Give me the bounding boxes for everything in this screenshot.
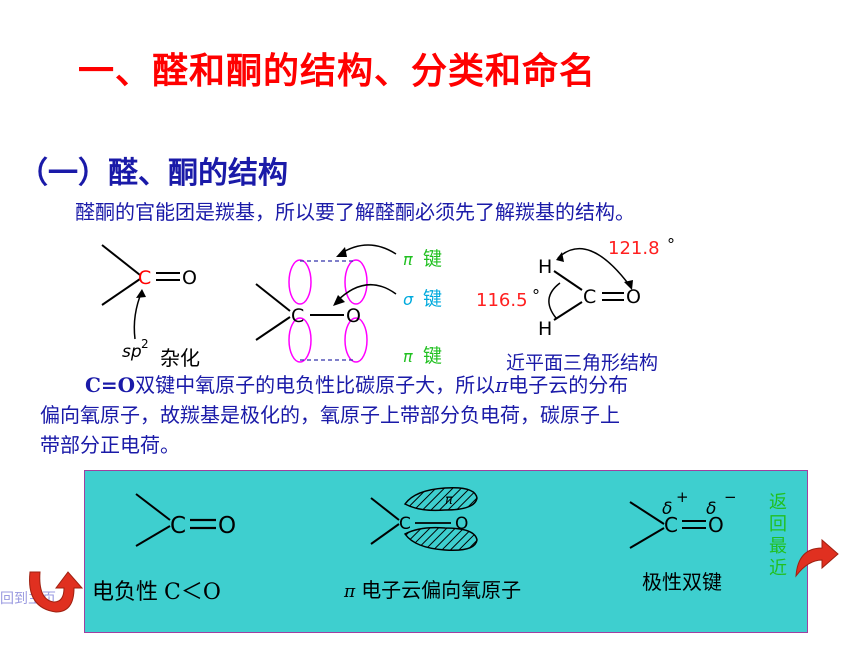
angle-116-5-degree: ° bbox=[532, 286, 540, 305]
oxygen-atom: O bbox=[346, 305, 361, 327]
sigma-label: σ bbox=[403, 290, 414, 309]
hydrogen-atom-bottom: H bbox=[538, 318, 552, 340]
oxygen-atom: O bbox=[182, 267, 197, 289]
sigma-arrowhead bbox=[333, 295, 345, 306]
sigma-arrow bbox=[335, 283, 397, 303]
carbon-atom: C bbox=[399, 514, 411, 534]
plus-sign: + bbox=[676, 488, 689, 506]
pi-label-bottom: π bbox=[403, 347, 413, 364]
bond-lower bbox=[101, 278, 141, 306]
para-line3: 带部分正电荷。 bbox=[40, 433, 180, 457]
bond-lower bbox=[135, 525, 171, 547]
oxygen-atom: O bbox=[218, 513, 236, 539]
home-arrow-shape bbox=[29, 571, 84, 613]
bond-h-top bbox=[553, 270, 583, 291]
oxygen-atom: O bbox=[626, 286, 641, 308]
sp2-arrowhead bbox=[136, 289, 146, 298]
sp-label: sp bbox=[122, 342, 142, 362]
co-lead: C=O bbox=[85, 373, 136, 397]
section-subtitle: （一）醛、酮的结构 bbox=[18, 156, 288, 191]
oxygen-atom: O bbox=[455, 514, 468, 534]
para-line1b: 电子云的分布 bbox=[508, 373, 629, 397]
polar-double-bond-diagram: δ + δ − C O bbox=[629, 488, 737, 549]
lobe-o-bottom bbox=[344, 317, 368, 363]
pi-cloud-label: π bbox=[445, 493, 453, 508]
pi-cloud-diagram: π C O bbox=[370, 486, 478, 552]
sigma-word: 键 bbox=[423, 288, 442, 310]
bond-upper bbox=[135, 493, 171, 521]
carbonyl-simple-diagram: C O bbox=[135, 493, 236, 547]
bond-lower bbox=[629, 527, 665, 549]
para-line2: 偏向氧原子，故羰基是极化的，氧原子上带部分负电荷，碳原子上 bbox=[40, 403, 620, 427]
bond-lower bbox=[255, 316, 291, 341]
angle-121-8-degree: ° bbox=[667, 235, 675, 254]
angle-arrow-top-head bbox=[624, 280, 633, 290]
angle-121-8: 121.8 bbox=[608, 238, 660, 259]
explanation-paragraph: C=O双键中氧原子的电负性比碳原子大，所以π电子云的分布 偏向氧原子，故羰基是极… bbox=[40, 370, 820, 460]
angle-arrow-left bbox=[548, 282, 561, 319]
bond-upper bbox=[629, 501, 665, 525]
para-pi: π bbox=[495, 373, 509, 397]
pi-label-top: π bbox=[403, 250, 413, 269]
lobe-o-top bbox=[344, 259, 368, 305]
minus-sign: − bbox=[724, 488, 737, 506]
lobe-c-bottom bbox=[288, 317, 312, 363]
return-arrow-icon[interactable] bbox=[792, 536, 842, 580]
pi-word-top: 键 bbox=[423, 248, 442, 270]
bond-upper bbox=[370, 497, 400, 521]
bond-upper bbox=[101, 244, 141, 276]
page-title: 一、醛和酮的结构、分类和命名 bbox=[78, 51, 597, 92]
angle-arrow-top bbox=[557, 248, 631, 287]
carbon-atom: C bbox=[138, 267, 151, 289]
sp-superscript: 2 bbox=[141, 337, 149, 351]
bond-lower bbox=[370, 523, 400, 545]
bond-upper bbox=[255, 283, 291, 312]
trigonal-planar-diagram: 121.8 ° H H C O 116.5 ° 近平面三角形结构 bbox=[476, 235, 675, 374]
para-line1: 双键中氧原子的电负性比碳原子大，所以 bbox=[135, 373, 496, 397]
hybridization-label: 杂化 bbox=[160, 346, 200, 370]
polar-bond-label: 极性双键 bbox=[642, 570, 722, 594]
home-arrow-icon[interactable] bbox=[22, 568, 84, 620]
intro-text: 醛酮的官能团是羰基，所以要了解醛酮必须先了解羰基的结构。 bbox=[75, 200, 635, 224]
pi-cloud-top bbox=[403, 486, 478, 512]
angle-arrow-top-tail bbox=[556, 252, 564, 262]
carbon-atom: C bbox=[583, 286, 596, 308]
trigonal-caption: 近平面三角形结构 bbox=[506, 352, 658, 374]
pi-arrowhead bbox=[336, 247, 347, 257]
sp2-arrow bbox=[133, 290, 143, 340]
pi-word-bottom: 键 bbox=[423, 345, 442, 364]
carbon-atom: C bbox=[664, 513, 678, 537]
return-recent-link[interactable]: 返回最近 bbox=[769, 492, 787, 579]
pi-sigma-orbital-diagram: C O π 键 σ 键 π 键 bbox=[255, 244, 442, 364]
carbonyl-sp2-diagram: C O sp 2 杂化 bbox=[101, 244, 200, 370]
lobe-c-top bbox=[288, 259, 312, 305]
delta-plus-symbol: δ bbox=[662, 499, 672, 519]
oxygen-atom: O bbox=[708, 513, 724, 537]
pi-cloud-bottom bbox=[403, 526, 478, 552]
pi-arrow bbox=[339, 244, 397, 255]
return-arrow-shape bbox=[795, 538, 839, 578]
angle-116-5: 116.5 bbox=[476, 290, 528, 311]
electronegativity-formula: C＜O bbox=[164, 580, 221, 605]
bond-h-bottom bbox=[553, 301, 583, 321]
carbon-atom: C bbox=[170, 513, 186, 539]
hydrogen-atom-top: H bbox=[538, 256, 552, 278]
carbon-atom: C bbox=[291, 305, 304, 327]
delta-minus-symbol: δ bbox=[706, 499, 716, 519]
